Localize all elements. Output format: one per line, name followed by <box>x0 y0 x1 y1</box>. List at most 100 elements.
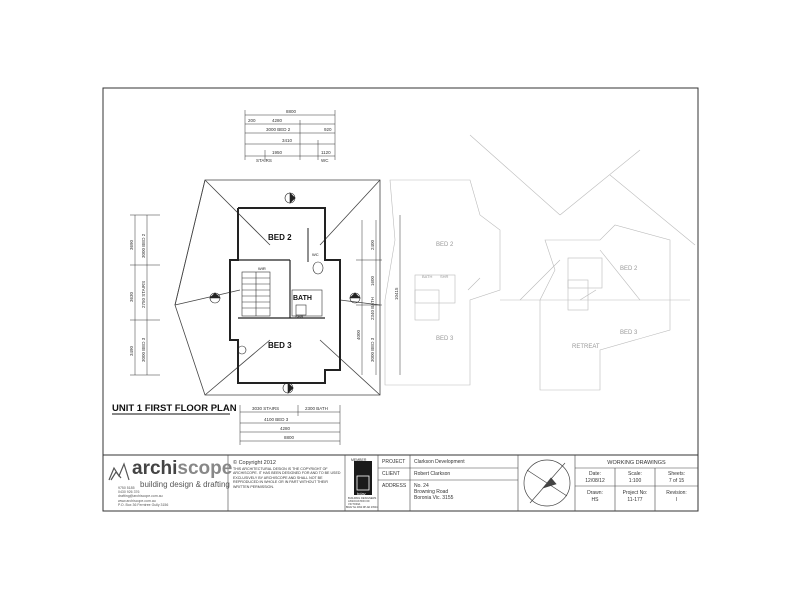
ghost-room-label: BATH <box>422 274 432 279</box>
scale-label: Scale: <box>628 471 642 477</box>
ghost-room-label: BED 3 <box>436 336 454 342</box>
dim-label: 4280 <box>280 426 291 431</box>
ghost-room-labels: BED 2 BED 3 BATH SHR BED 2 BED 3 RETREAT <box>422 242 638 350</box>
contact-line: 9750 5185 <box>118 486 135 490</box>
ghost-plans <box>384 134 696 391</box>
dim-label: 1950 <box>272 150 283 155</box>
dim-label: 3000 BED 3 <box>141 337 146 362</box>
side-dimension-labels: 3690 3000 BED 2 3630 2750 STAIRS 3490 30… <box>129 233 399 362</box>
dim-label: WC <box>321 158 329 163</box>
member-label: MEMBER <box>351 458 367 462</box>
address-line: Browning Road <box>414 489 449 495</box>
dim-label: 4280 <box>272 118 283 123</box>
top-dimension-labels: 8800 4280 3000 BED 2 3410 1950 1120 STAI… <box>248 109 332 163</box>
revision-label: Revision: <box>666 490 687 496</box>
dim-label: 8800 <box>286 109 297 114</box>
bottom-dimensions <box>239 405 341 445</box>
drawn-value: HS <box>591 497 599 503</box>
bottom-dimension-labels: 3030 STAIRS 2300 BATH 4100 BED 3 4280 88… <box>252 406 328 440</box>
plan-title: UNIT 1 FIRST FLOOR PLAN <box>112 403 237 414</box>
room-label-bed2: BED 2 <box>268 233 292 242</box>
project-label: PROJECT <box>382 459 406 465</box>
title-block-grid <box>227 455 698 511</box>
sheets-value: 7 of 15 <box>668 478 685 484</box>
dim-label: 2750 STAIRS <box>141 281 146 308</box>
dim-label: 3030 STAIRS <box>252 406 279 411</box>
bdav-logo-text: bdav <box>357 491 366 496</box>
room-labels: BED 2 BED 3 BATH WIR SHR WC <box>258 233 319 350</box>
contact-line: drafting@archiscope.com.au <box>118 494 163 499</box>
date-value: 12/08/12 <box>585 478 605 484</box>
dim-label: 3630 <box>129 291 134 302</box>
bdav-logo <box>354 461 372 495</box>
dim-label: 2400 <box>370 239 375 250</box>
dim-label: 4000 <box>356 329 361 340</box>
copyright-heading: © Copyright 2012 <box>233 460 276 466</box>
address-label: ADDRESS <box>382 483 407 489</box>
brand-tagline: building design & drafting <box>140 480 230 489</box>
date-label: Date: <box>589 471 601 477</box>
scale-value: 1:100 <box>628 478 642 484</box>
bdav-caption: BUILDING DESIGNERS ASSOCIATION OF VICTOR… <box>348 497 377 506</box>
client-label: CLIENT <box>382 471 400 477</box>
revision-value: I <box>675 497 678 503</box>
room-label-wc: WC <box>312 252 319 257</box>
top-dimensions <box>244 110 336 160</box>
dim-label: STAIRS <box>256 158 272 163</box>
bdav-logo-frame <box>356 475 370 491</box>
dim-label: 3410 <box>282 138 293 143</box>
client-value: Robert Clarkson <box>414 471 451 477</box>
dim-label: 10415 <box>394 287 399 300</box>
dim-label: 3000 BED 3 <box>370 337 375 362</box>
room-label-bath: BATH <box>293 295 312 302</box>
ghost-room-label: SHR <box>440 274 449 279</box>
ghost-room-label: BED 3 <box>620 330 638 336</box>
ghost-room-label: BED 2 <box>620 266 638 272</box>
sheets-label: Sheets: <box>668 471 685 477</box>
stairs <box>241 271 271 317</box>
project-no-value: 11-177 <box>627 497 643 503</box>
brand-name-archi: archi <box>132 458 178 479</box>
dim-label: 8800 <box>284 435 295 440</box>
dim-label: 3000 BED 2 <box>266 127 291 132</box>
roof-outline <box>174 179 381 396</box>
room-label-shr: SHR <box>295 314 304 319</box>
drawn-label: Drawn: <box>587 490 603 496</box>
bdav-registration: BDAV No 4092 DP-AD 23544 <box>346 506 378 509</box>
bath-fixtures <box>291 261 324 317</box>
copyright-text: THIS ARCHITECTURAL DESIGN IS THE COPYRIG… <box>233 467 341 489</box>
brand-name: archiscope <box>132 459 232 479</box>
contact-line: www.archiscope.com.au <box>118 498 156 503</box>
floor-plan-walls <box>229 207 341 384</box>
dim-label: 200 <box>248 118 256 123</box>
dim-label: 1600 <box>370 275 375 286</box>
dim-label: 3490 <box>129 345 134 356</box>
dim-label: 4100 BED 3 <box>264 417 289 422</box>
contact-info: 9750 5185 0430 926 376 drafting@archisco… <box>118 486 168 507</box>
brand-name-scope: scope <box>177 458 233 479</box>
project-value: Clarkson Development <box>414 459 465 465</box>
dim-label: 3690 <box>129 239 134 250</box>
dim-label: 2300 BATH <box>305 406 328 411</box>
ghost-room-label: BED 2 <box>436 242 454 248</box>
dim-label: 1120 <box>321 150 331 155</box>
contact-line: P.O. Box 36 Ferntree Gully 3156 <box>118 502 169 507</box>
archiscope-logo <box>108 462 130 481</box>
dim-label: 3000 BED 2 <box>141 233 146 258</box>
room-label-wir: WIR <box>258 266 266 271</box>
dim-label: 920 <box>324 127 332 132</box>
dim-label: 2340 BATH <box>370 297 375 320</box>
address-line: No. 24 <box>414 483 429 489</box>
address-block: No. 24 Browning Road Boronia Vic. 3155 <box>414 483 453 501</box>
ghost-room-label: RETREAT <box>572 344 600 350</box>
side-dimensions <box>130 214 401 376</box>
address-line: Boronia Vic. 3155 <box>414 495 454 501</box>
section-markers <box>209 192 361 394</box>
room-label-bed3: BED 3 <box>268 341 292 350</box>
project-no-label: Project No: <box>622 490 648 496</box>
working-drawings-header: WORKING DRAWINGS <box>607 460 666 466</box>
contact-line: 0430 926 376 <box>118 490 140 495</box>
sheet-border <box>102 87 699 512</box>
north-point-icon <box>523 459 571 507</box>
